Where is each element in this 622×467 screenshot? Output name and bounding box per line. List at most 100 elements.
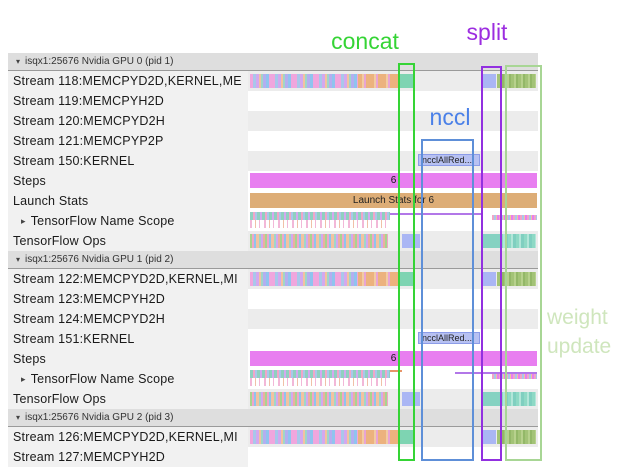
name-scope-span[interactable]	[455, 372, 537, 374]
weight-update-line1: weight	[547, 306, 608, 329]
kernel-events-bar[interactable]	[358, 74, 400, 88]
name-scope-span[interactable]	[390, 370, 402, 372]
row-launch-stats: Launch Stats Launch Stats for 6	[8, 191, 538, 211]
tf-op-events-bar[interactable]	[250, 392, 388, 406]
row-label-text: TensorFlow Ops	[13, 234, 107, 248]
row-label-text: Stream 118:MEMCPYD2D,KERNEL,ME	[13, 74, 242, 88]
tf-op-event[interactable]	[482, 392, 500, 406]
row-track	[248, 71, 538, 91]
row-stream-122: Stream 122:MEMCPYD2D,KERNEL,MI	[8, 269, 538, 289]
name-scope-events[interactable]	[492, 374, 537, 379]
row-label[interactable]: ▸ TensorFlow Name Scope	[8, 211, 248, 231]
row-label: Stream 121:MEMCPYP2P	[8, 131, 248, 151]
row-label-text: Steps	[13, 174, 46, 188]
weight-update-line2: update	[547, 335, 612, 358]
row-steps-gpu1: Steps 6	[8, 349, 538, 369]
row-label: Stream 119:MEMCPYH2D	[8, 91, 248, 111]
row-label-text: Steps	[13, 352, 46, 366]
tf-op-event[interactable]	[402, 234, 420, 248]
row-track	[248, 131, 538, 151]
kernel-events-bar[interactable]	[358, 272, 400, 286]
nccl-allreduce-event[interactable]: ncclAllRed...	[418, 154, 480, 166]
row-label: Stream 118:MEMCPYD2D,KERNEL,ME	[8, 71, 248, 91]
concat-kernel-bar[interactable]	[400, 272, 415, 286]
row-label: Stream 123:MEMCPYH2D	[8, 289, 248, 309]
section-header-gpu1[interactable]: ▾ isqx1:25676 Nvidia GPU 1 (pid 2)	[8, 251, 538, 269]
row-label-text: TensorFlow Ops	[13, 392, 107, 406]
collapse-triangle-icon: ▾	[16, 255, 21, 264]
name-scope-events[interactable]	[250, 378, 390, 386]
expand-triangle-icon[interactable]: ▸	[21, 373, 26, 384]
row-label: Stream 120:MEMCPYD2H	[8, 111, 248, 131]
row-label: Stream 127:MEMCPYH2D	[8, 447, 248, 467]
row-label-text: Stream 121:MEMCPYP2P	[13, 134, 164, 148]
concat-kernel-bar[interactable]	[400, 430, 415, 444]
row-track: 6	[248, 349, 538, 369]
section-header-gpu0[interactable]: ▾ isqx1:25676 Nvidia GPU 0 (pid 1)	[8, 53, 538, 71]
row-label: TensorFlow Ops	[8, 231, 248, 251]
expand-triangle-icon[interactable]: ▸	[21, 215, 26, 226]
kernel-events-bar[interactable]	[250, 272, 358, 286]
row-label-text: Launch Stats	[13, 194, 89, 208]
row-stream-151: Stream 151:KERNEL ncclAllRed...	[8, 329, 538, 349]
nccl-annotation-box	[421, 139, 474, 461]
split-kernel-bar[interactable]	[482, 74, 496, 88]
row-stream-121: Stream 121:MEMCPYP2P	[8, 131, 538, 151]
tf-op-events-bar[interactable]	[250, 234, 388, 248]
row-tf-ops-gpu1: TensorFlow Ops	[8, 389, 538, 409]
row-label-text: TensorFlow Name Scope	[30, 372, 175, 386]
row-label: Stream 126:MEMCPYD2D,KERNEL,MI	[8, 427, 248, 447]
split-kernel-bar[interactable]	[482, 430, 496, 444]
name-scope-events[interactable]	[250, 220, 390, 228]
section-header-gpu2[interactable]: ▾ isqx1:25676 Nvidia GPU 2 (pid 3)	[8, 409, 538, 427]
row-track: 6	[248, 171, 538, 191]
concat-kernel-bar[interactable]	[400, 74, 415, 88]
tf-op-event[interactable]	[482, 234, 500, 248]
concat-annotation-box	[398, 63, 415, 461]
row-label-text: Stream 150:KERNEL	[13, 154, 135, 168]
tf-op-events-bar[interactable]	[500, 392, 536, 406]
row-track	[248, 269, 538, 289]
row-track	[248, 91, 538, 111]
step-6-bar[interactable]: 6	[250, 351, 537, 366]
weight-update-annotation-label: weight update	[547, 303, 611, 361]
row-label: Launch Stats	[8, 191, 248, 211]
row-tf-name-scope-gpu1: ▸ TensorFlow Name Scope	[8, 369, 538, 389]
collapse-triangle-icon: ▾	[16, 413, 21, 422]
split-annotation-label: split	[466, 19, 508, 45]
launch-stats-bar[interactable]: Launch Stats for 6	[250, 193, 537, 208]
row-track	[248, 309, 538, 329]
timeline-table: ▾ isqx1:25676 Nvidia GPU 0 (pid 1) Strea…	[8, 53, 538, 467]
name-scope-events[interactable]	[250, 370, 390, 378]
row-stream-120: Stream 120:MEMCPYD2H	[8, 111, 538, 131]
kernel-events-bar[interactable]	[358, 430, 400, 444]
kernel-events-bar[interactable]	[250, 430, 358, 444]
row-label-text: Stream 123:MEMCPYH2D	[13, 292, 165, 306]
name-scope-span[interactable]	[390, 213, 483, 215]
row-label-text: Stream 126:MEMCPYD2D,KERNEL,MI	[13, 430, 238, 444]
section-header-label: isqx1:25676 Nvidia GPU 2 (pid 3)	[25, 412, 174, 423]
section-header-label: isqx1:25676 Nvidia GPU 1 (pid 2)	[25, 254, 174, 265]
row-label-text: Stream 120:MEMCPYD2H	[13, 114, 165, 128]
split-kernel-bar[interactable]	[482, 272, 496, 286]
row-stream-123: Stream 123:MEMCPYH2D	[8, 289, 538, 309]
kernel-events-bar[interactable]	[250, 74, 358, 88]
row-stream-124: Stream 124:MEMCPYD2H	[8, 309, 538, 329]
row-track	[248, 369, 538, 389]
tf-op-events-bar[interactable]	[500, 234, 536, 248]
row-label[interactable]: ▸ TensorFlow Name Scope	[8, 369, 248, 389]
row-stream-126: Stream 126:MEMCPYD2D,KERNEL,MI	[8, 427, 538, 447]
row-track	[248, 111, 538, 131]
step-6-bar[interactable]: 6	[250, 173, 537, 188]
nccl-allreduce-event[interactable]: ncclAllRed...	[418, 332, 480, 344]
row-steps-gpu0: Steps 6	[8, 171, 538, 191]
row-track	[248, 231, 538, 251]
collapse-triangle-icon: ▾	[16, 57, 21, 66]
tf-op-event[interactable]	[402, 392, 420, 406]
row-track	[248, 211, 538, 231]
section-header-label: isqx1:25676 Nvidia GPU 0 (pid 1)	[25, 56, 174, 67]
name-scope-events[interactable]	[250, 212, 390, 220]
row-stream-118: Stream 118:MEMCPYD2D,KERNEL,ME	[8, 71, 538, 91]
name-scope-events[interactable]	[492, 215, 537, 220]
